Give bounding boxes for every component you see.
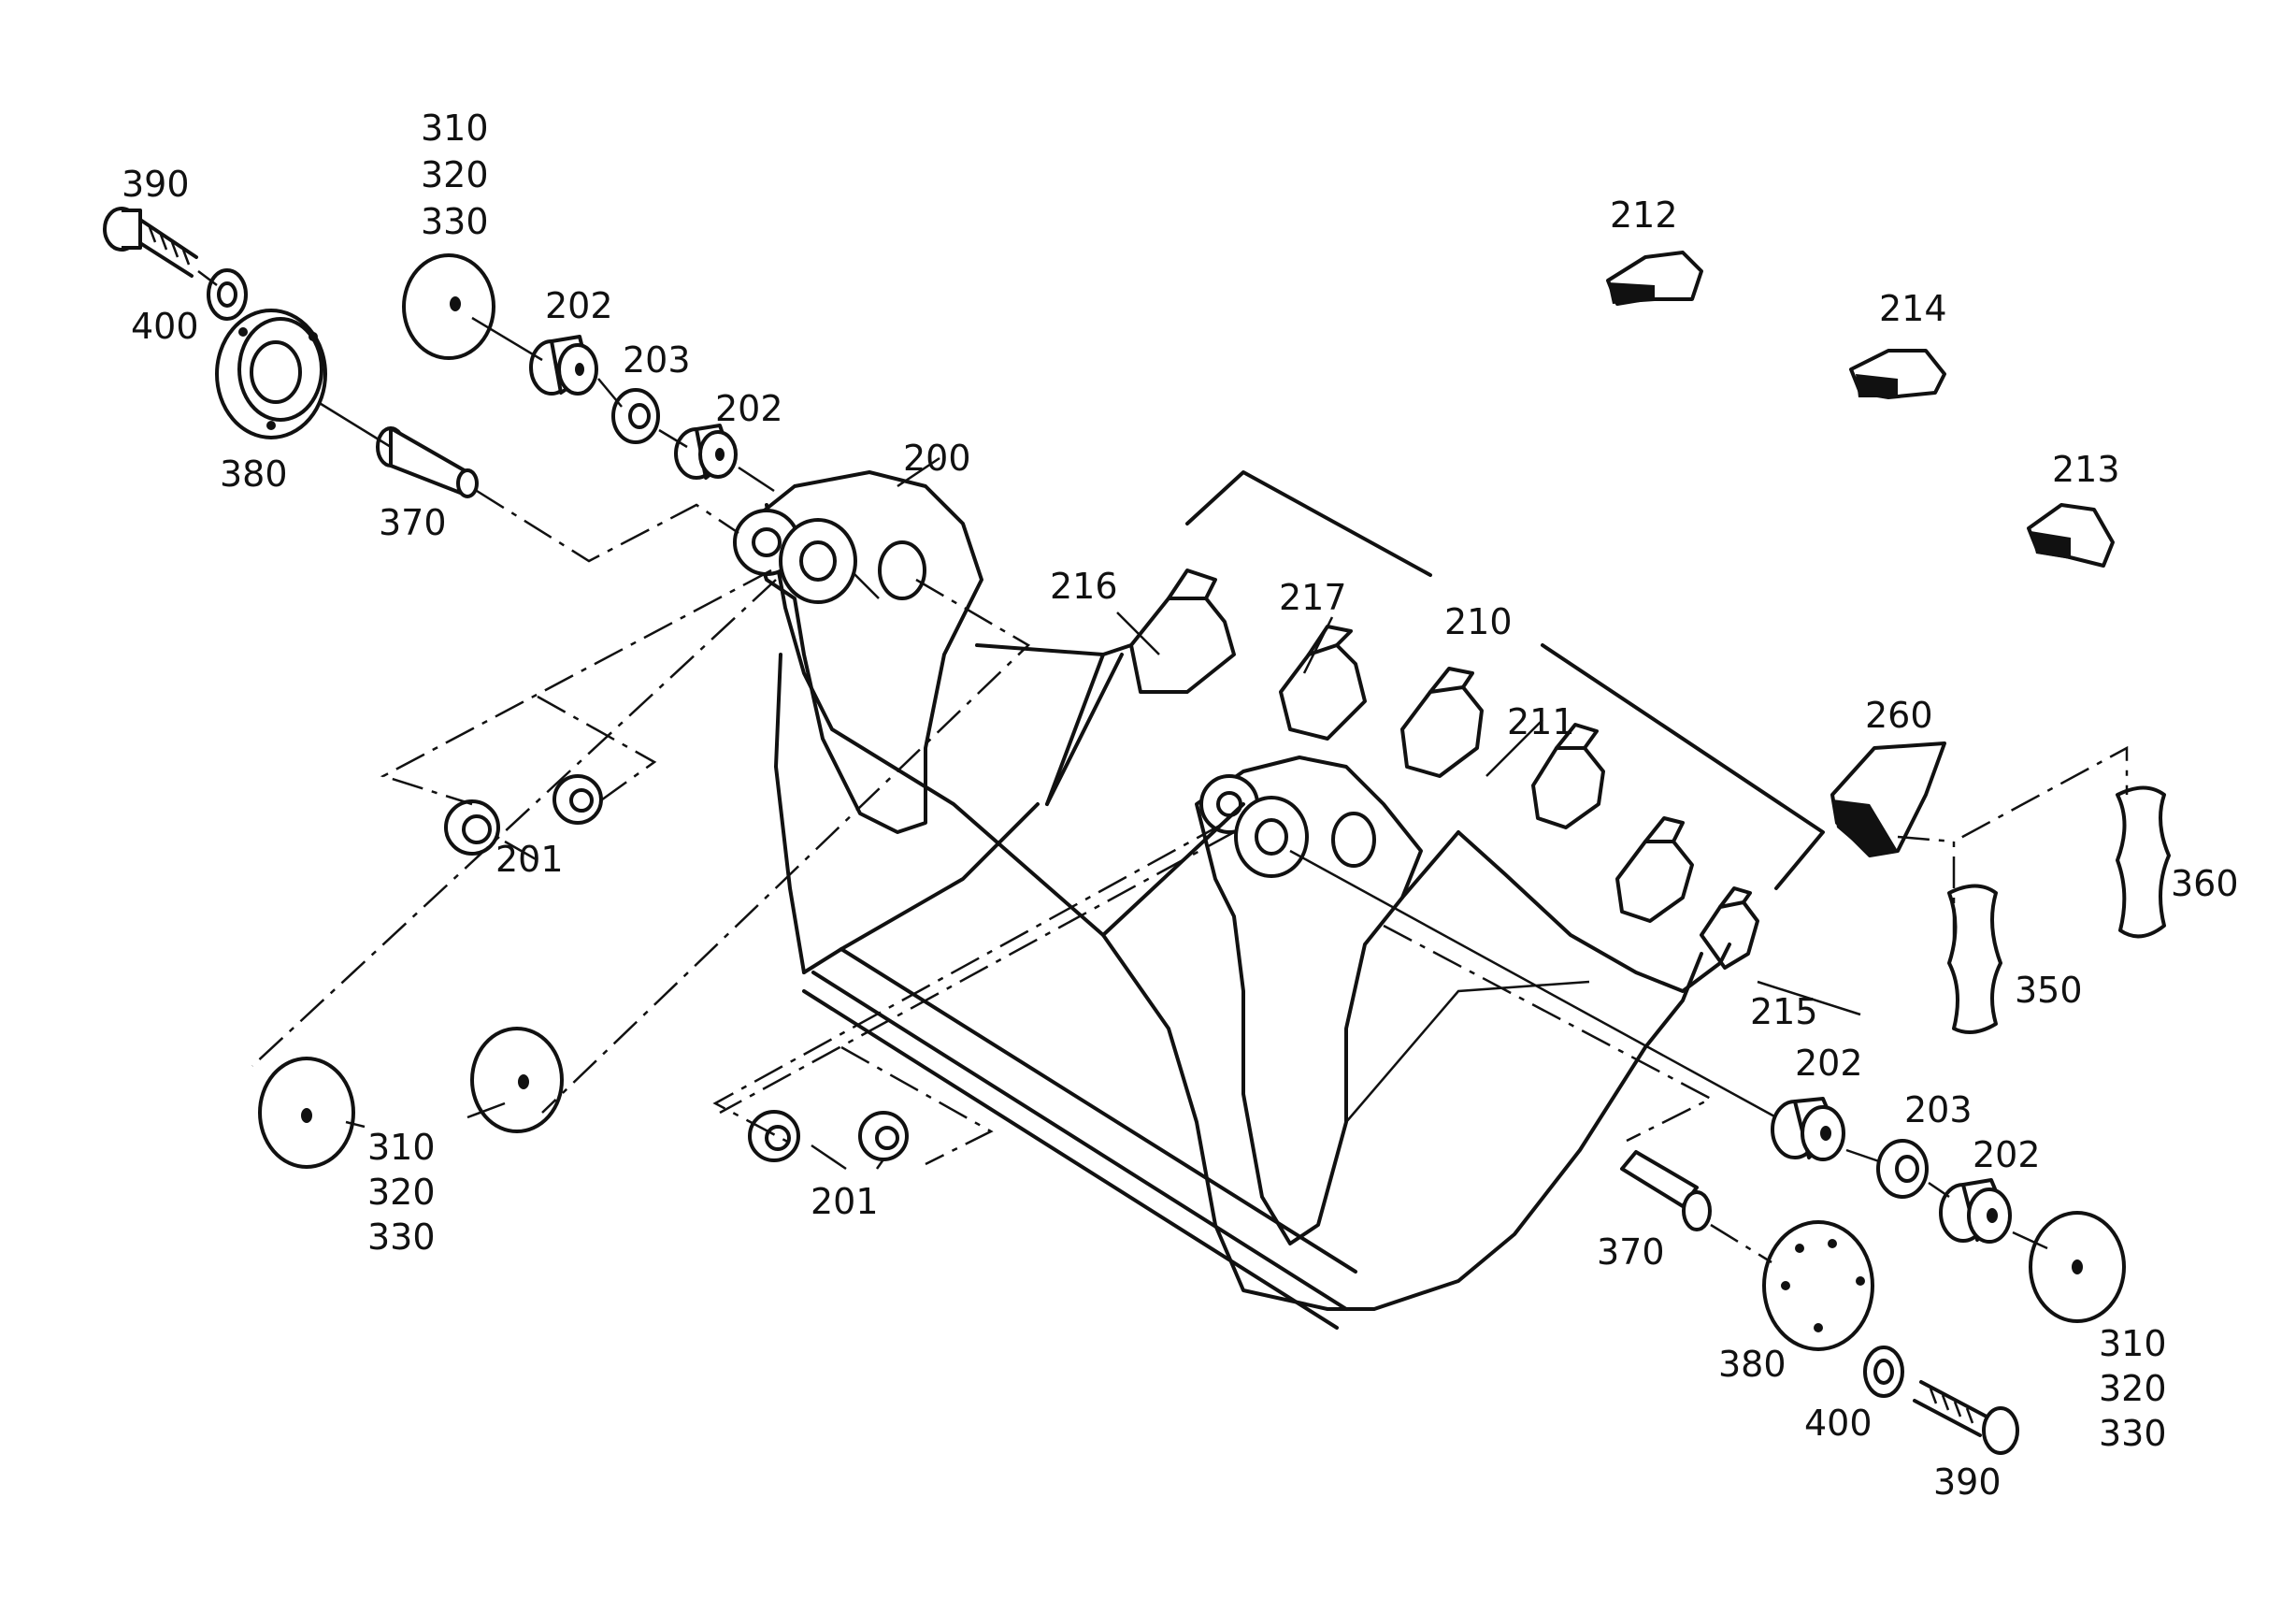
bushing-201-left-b bbox=[552, 774, 603, 825]
cap-380-right bbox=[1762, 1220, 1874, 1351]
washer-400-left bbox=[207, 268, 248, 321]
loose-parts bbox=[103, 207, 2171, 1455]
bushing-202-upper-b bbox=[674, 424, 738, 480]
label-212: 212 bbox=[1610, 194, 1678, 236]
bushing-203-upper bbox=[611, 388, 660, 444]
label-390-right: 390 bbox=[1933, 1461, 2002, 1503]
disc-310-lower-left-b bbox=[470, 1027, 564, 1133]
label-320-top: 320 bbox=[421, 154, 489, 195]
label-201-lower: 201 bbox=[811, 1181, 879, 1222]
label-320-right: 320 bbox=[2099, 1368, 2167, 1409]
label-213: 213 bbox=[2052, 449, 2120, 490]
bolt-390-left bbox=[103, 207, 198, 278]
label-370-right: 370 bbox=[1597, 1231, 1665, 1273]
label-203-upper: 203 bbox=[623, 339, 691, 381]
label-201-left: 201 bbox=[495, 839, 564, 880]
bushing-201-lower-b bbox=[858, 1111, 909, 1161]
label-202-right-a: 202 bbox=[1795, 1043, 1863, 1084]
label-360: 360 bbox=[2171, 863, 2239, 904]
bushing-202-upper-a bbox=[529, 335, 598, 396]
bushing-203-right bbox=[1876, 1139, 1929, 1199]
label-380-right: 380 bbox=[1718, 1344, 1787, 1385]
assembly-lines bbox=[197, 270, 2129, 1264]
washer-400-right bbox=[1863, 1346, 1904, 1398]
bushing-201-left-a bbox=[444, 799, 500, 856]
pin-350 bbox=[1947, 884, 2002, 1034]
tooth-tip-214 bbox=[1849, 349, 1946, 399]
tooth-tip-213 bbox=[2027, 503, 2115, 568]
label-210: 210 bbox=[1444, 601, 1513, 642]
disc-310-right bbox=[2029, 1211, 2126, 1323]
label-202-upper-b: 202 bbox=[715, 388, 783, 429]
label-215: 215 bbox=[1750, 991, 1818, 1032]
label-216: 216 bbox=[1050, 566, 1118, 607]
pin-370-left bbox=[376, 426, 479, 498]
label-203-right: 203 bbox=[1904, 1089, 1973, 1130]
bushing-202-right-a bbox=[1771, 1097, 1845, 1161]
label-310-right: 310 bbox=[2099, 1323, 2167, 1364]
pin-370-right bbox=[1620, 1150, 1712, 1231]
cap-380-left bbox=[215, 309, 327, 439]
adapter-260 bbox=[1830, 741, 1946, 857]
label-202-right-b: 202 bbox=[1973, 1134, 2041, 1175]
label-370-left: 370 bbox=[379, 502, 447, 543]
label-217: 217 bbox=[1279, 577, 1347, 618]
label-260: 260 bbox=[1865, 695, 1933, 736]
label-330-right: 330 bbox=[2099, 1413, 2167, 1454]
label-202-upper-a: 202 bbox=[545, 285, 613, 326]
label-400-left: 400 bbox=[131, 306, 199, 347]
bushing-201-lower-a bbox=[748, 1110, 800, 1162]
label-310-lower-left: 310 bbox=[367, 1127, 436, 1168]
label-214: 214 bbox=[1879, 288, 1947, 329]
label-211: 211 bbox=[1507, 701, 1575, 742]
disc-310-lower-left-a bbox=[258, 1057, 355, 1169]
pin-360 bbox=[2116, 785, 2171, 939]
leader-lines bbox=[345, 456, 1861, 1171]
tooth-tip-212 bbox=[1606, 251, 1703, 306]
bucket-body bbox=[733, 470, 1731, 1330]
bucket-teeth bbox=[1045, 569, 1759, 970]
label-330-lower-left: 330 bbox=[367, 1216, 436, 1258]
label-330-top: 330 bbox=[421, 201, 489, 242]
label-390-left: 390 bbox=[122, 164, 190, 205]
part-labels: 310 320 330 390 400 380 370 202 203 202 … bbox=[122, 108, 2239, 1503]
label-310-top: 310 bbox=[421, 108, 489, 149]
bushing-202-right-b bbox=[1939, 1178, 2012, 1244]
label-400-right: 400 bbox=[1804, 1403, 1873, 1444]
label-320-lower-left: 320 bbox=[367, 1172, 436, 1213]
bolt-390-right bbox=[1913, 1380, 2019, 1455]
disc-310-top bbox=[402, 253, 495, 360]
label-380-left: 380 bbox=[220, 453, 288, 495]
label-350: 350 bbox=[2015, 970, 2083, 1011]
label-200: 200 bbox=[903, 438, 971, 479]
